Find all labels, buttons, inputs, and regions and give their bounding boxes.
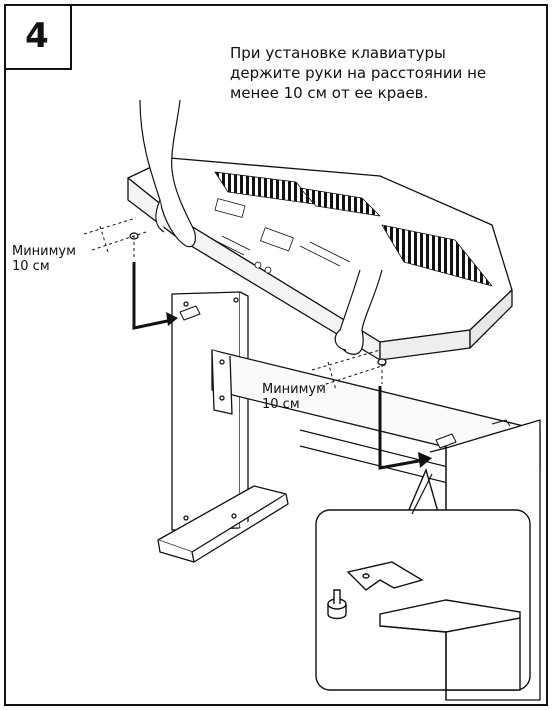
label-line: 10 см <box>262 397 300 412</box>
min-distance-label-left: Минимум 10 см <box>12 244 76 274</box>
label-line: 10 см <box>12 259 50 274</box>
detail-inset <box>315 467 531 691</box>
page-frame <box>4 4 548 706</box>
distance-guides <box>83 217 389 391</box>
min-distance-label-right: Минимум 10 см <box>262 382 326 412</box>
step-number-box: 4 <box>4 4 72 70</box>
instruction-line: держите руки на расстоянии не <box>230 64 487 82</box>
instruction-text: При установке клавиатуры держите руки на… <box>230 43 530 103</box>
label-line: Минимум <box>12 244 76 259</box>
label-line: Минимум <box>262 382 326 397</box>
keyboard-illustration <box>127 157 513 366</box>
instruction-line: менее 10 см от ее краев. <box>230 84 429 102</box>
hand-illustration <box>139 99 383 355</box>
instruction-line: При установке клавиатуры <box>230 44 446 62</box>
step-number: 4 <box>25 16 49 56</box>
